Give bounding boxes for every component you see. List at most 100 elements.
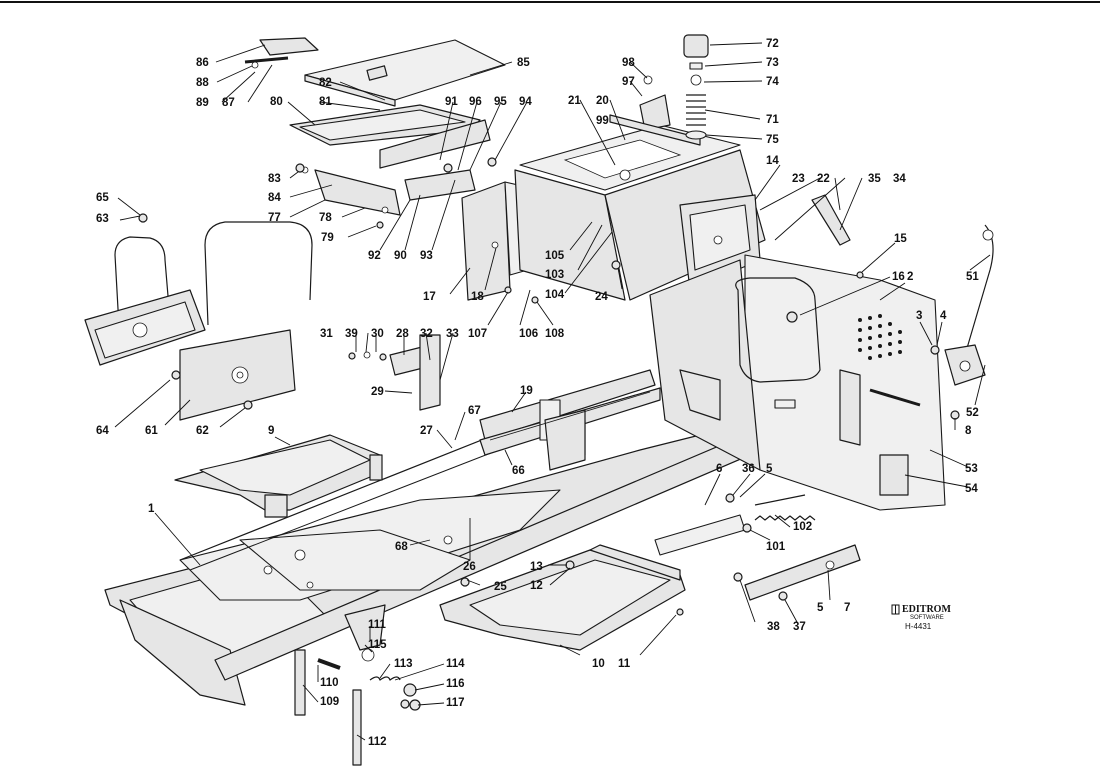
seat-adjust-bracket xyxy=(301,166,476,216)
label-77: 77 xyxy=(268,212,281,224)
label-22: 22 xyxy=(817,173,830,185)
label-62: 62 xyxy=(196,425,209,437)
label-11: 11 xyxy=(618,658,631,670)
label-90: 90 xyxy=(394,250,407,262)
label-106: 106 xyxy=(519,328,538,340)
label-117: 117 xyxy=(446,697,465,709)
label-29: 29 xyxy=(371,386,384,398)
label-108: 108 xyxy=(545,328,565,340)
label-18: 18 xyxy=(471,291,484,303)
label-99: 99 xyxy=(596,115,609,127)
label-36: 36 xyxy=(742,463,755,475)
label-73: 73 xyxy=(766,57,779,69)
logo-brand: EDITROM xyxy=(902,604,951,615)
label-87: 87 xyxy=(222,97,235,109)
label-37: 37 xyxy=(793,621,806,633)
chassis-rail xyxy=(479,369,661,471)
label-112: 112 xyxy=(368,736,387,748)
label-34: 34 xyxy=(893,173,906,185)
label-1: 1 xyxy=(148,503,155,515)
hitch-lever-arm xyxy=(944,224,994,386)
label-79: 79 xyxy=(321,232,334,244)
label-109: 109 xyxy=(320,696,339,708)
label-83: 83 xyxy=(268,173,281,185)
label-67: 67 xyxy=(468,405,481,417)
label-24: 24 xyxy=(595,291,608,303)
label-7: 7 xyxy=(844,602,850,614)
label-64: 64 xyxy=(96,425,109,437)
label-52: 52 xyxy=(966,407,979,419)
lift-bracket xyxy=(654,494,861,601)
label-89: 89 xyxy=(196,97,209,109)
seat-hinge xyxy=(244,37,319,69)
pin-spring-set xyxy=(294,649,421,766)
label-86: 86 xyxy=(196,57,209,69)
label-2: 2 xyxy=(907,271,913,283)
label-111: 111 xyxy=(368,619,387,631)
seat-plate xyxy=(289,39,506,169)
label-103: 103 xyxy=(545,269,564,281)
label-75: 75 xyxy=(766,134,779,146)
label-93: 93 xyxy=(420,250,433,262)
label-101: 101 xyxy=(766,541,786,553)
label-61: 61 xyxy=(145,425,158,437)
label-51: 51 xyxy=(966,271,979,283)
label-17: 17 xyxy=(423,291,436,303)
label-92: 92 xyxy=(368,250,381,262)
right-footrest xyxy=(439,544,686,651)
label-114: 114 xyxy=(446,658,465,670)
label-9: 9 xyxy=(268,425,274,437)
label-12: 12 xyxy=(530,580,543,592)
label-5a: 5 xyxy=(766,463,773,475)
label-72: 72 xyxy=(766,38,779,50)
label-96: 96 xyxy=(469,96,482,108)
label-15: 15 xyxy=(894,233,907,245)
label-10: 10 xyxy=(592,658,605,670)
label-84: 84 xyxy=(268,192,281,204)
callout-labels: 1 2 3 4 5 6 7 8 9 10 11 12 13 14 15 16 1… xyxy=(96,38,979,748)
rear-hitch-bracket xyxy=(84,221,313,421)
label-39: 39 xyxy=(345,328,358,340)
label-65: 65 xyxy=(96,192,109,204)
label-78: 78 xyxy=(319,212,332,224)
parts-illustration xyxy=(84,34,994,766)
label-54: 54 xyxy=(965,483,978,495)
label-66: 66 xyxy=(512,465,525,477)
label-82: 82 xyxy=(319,77,332,89)
steering-bracket xyxy=(679,194,761,291)
label-26: 26 xyxy=(463,561,476,573)
label-63: 63 xyxy=(96,213,109,225)
label-5b: 5 xyxy=(817,602,824,614)
label-23: 23 xyxy=(792,173,805,185)
label-31: 31 xyxy=(320,328,333,340)
logo-code: H-4431 xyxy=(905,622,932,631)
throttle-lever xyxy=(811,194,851,246)
label-81: 81 xyxy=(319,96,332,108)
pedal-bracket xyxy=(363,334,441,411)
label-35: 35 xyxy=(868,173,881,185)
label-74: 74 xyxy=(766,76,779,88)
label-113: 113 xyxy=(394,658,413,670)
label-68: 68 xyxy=(395,541,408,553)
tension-spring xyxy=(754,515,816,521)
label-98: 98 xyxy=(622,57,635,69)
publisher-logo: EDITROM SOFTWARE H-4431 xyxy=(891,604,951,631)
label-104: 104 xyxy=(545,289,565,301)
label-105: 105 xyxy=(545,250,565,262)
label-3: 3 xyxy=(916,310,922,322)
label-97: 97 xyxy=(622,76,635,88)
label-85: 85 xyxy=(517,57,530,69)
label-110: 110 xyxy=(320,677,339,689)
top-bracket xyxy=(609,75,701,146)
label-95: 95 xyxy=(494,96,507,108)
label-20: 20 xyxy=(596,95,609,107)
label-53: 53 xyxy=(965,463,978,475)
label-91: 91 xyxy=(445,96,458,108)
label-16: 16 xyxy=(892,271,905,283)
label-115: 115 xyxy=(368,639,387,651)
label-21: 21 xyxy=(568,95,581,107)
axle-mount xyxy=(344,604,386,662)
label-27: 27 xyxy=(420,425,433,437)
label-32: 32 xyxy=(420,328,433,340)
